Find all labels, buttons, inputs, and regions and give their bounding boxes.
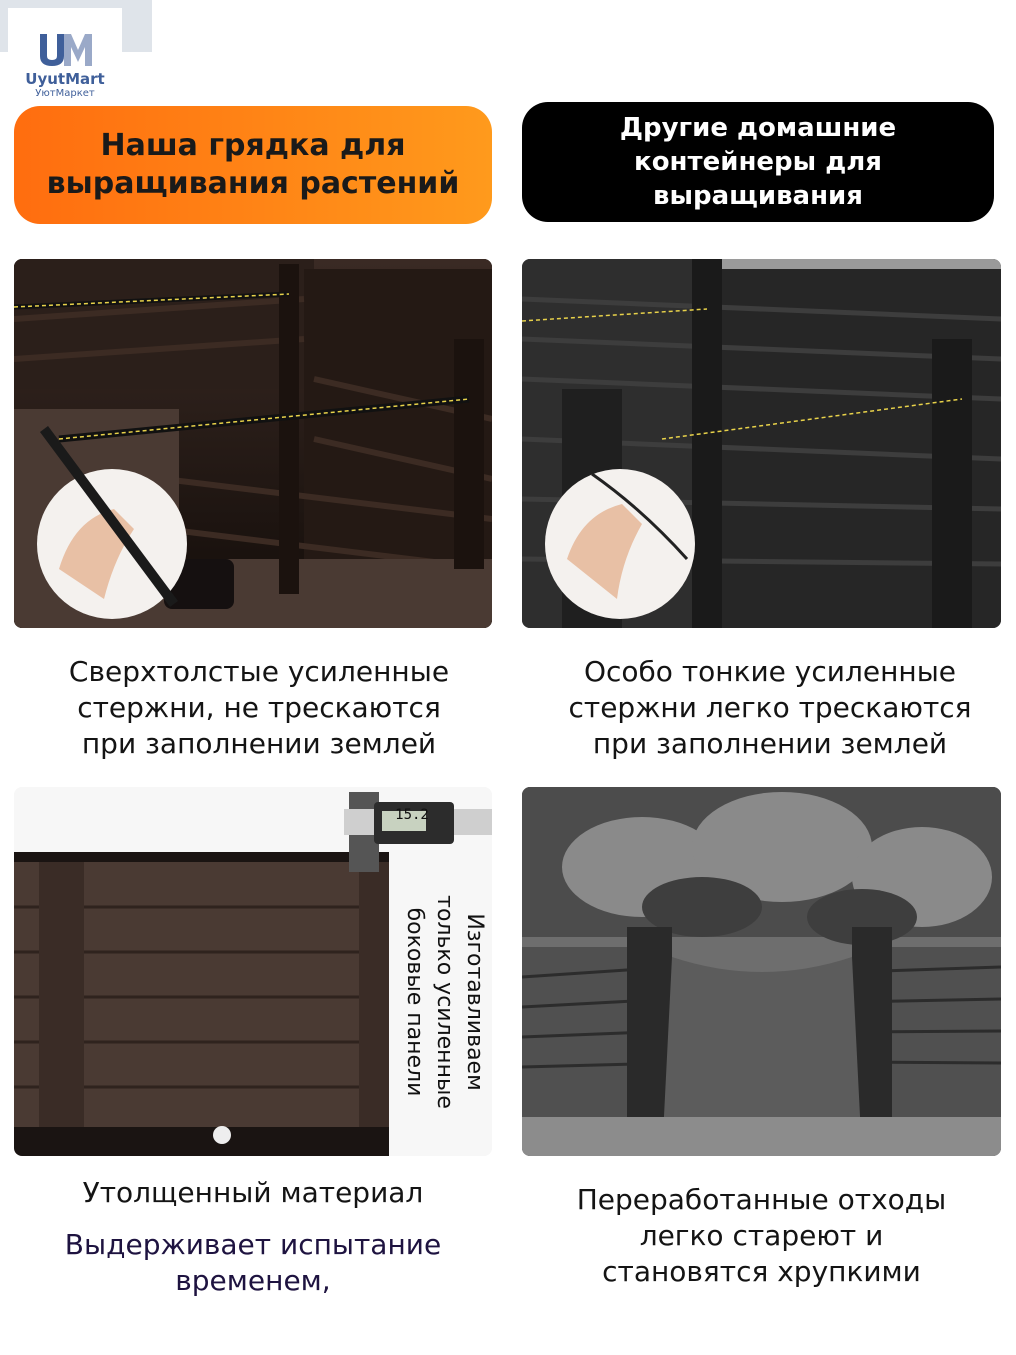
header-ours: Наша грядка для выращивания растений	[14, 106, 492, 224]
um-logo-icon	[40, 34, 92, 66]
photo-our-planter-rods	[14, 259, 492, 628]
logo-name: UyutMart	[25, 70, 105, 88]
caption-ours-rods: Сверхтолстые усиленные стержни, не треск…	[68, 655, 450, 760]
caption-ours-material-sub: Выдерживает испытание временем,	[64, 1228, 442, 1297]
photo-other-container-rods	[522, 259, 1001, 628]
caption-ours-material: Утолщенный материал	[82, 1176, 424, 1209]
photo-our-side-panel: Изготавливаем только усиленные боковые п…	[14, 787, 492, 1156]
brand-logo: UyutMart УютМаркет	[8, 8, 122, 124]
caption-others-rods: Особо тонкие усиленные стержни легко тре…	[568, 655, 972, 760]
side-panel-note: Изготавливаем только усиленные боковые п…	[402, 895, 487, 1109]
header-others: Другие домашние контейнеры для выращиван…	[522, 102, 994, 222]
photo-other-recycled	[522, 787, 1001, 1156]
caliper-reading: 15.2	[395, 807, 429, 823]
logo-subname: УютМаркет	[35, 88, 95, 99]
caption-others-material: Переработанные отходы легко стареют и ст…	[576, 1183, 947, 1288]
